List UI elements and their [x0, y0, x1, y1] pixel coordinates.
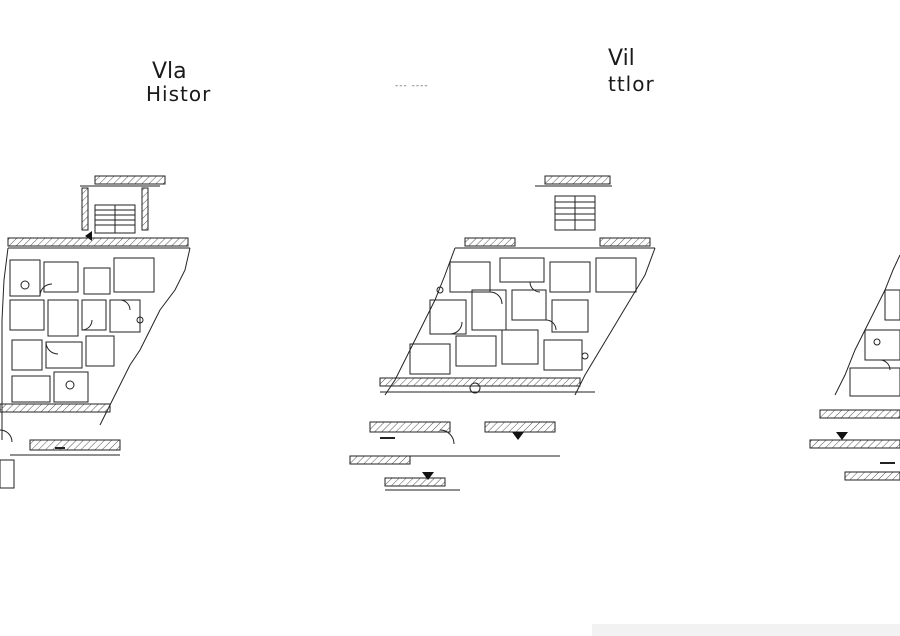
fixture	[136, 316, 144, 324]
wall-hatch	[0, 403, 111, 413]
wall-hatch	[81, 187, 89, 231]
room	[11, 339, 43, 371]
wall-hatch	[464, 237, 516, 247]
room	[113, 257, 155, 293]
door-swing	[39, 283, 53, 297]
fixture	[65, 380, 75, 390]
door-swing	[879, 359, 891, 371]
door-swing	[119, 299, 131, 311]
plan-b-note: --- ----	[395, 81, 429, 91]
room	[511, 289, 547, 321]
outline-left	[834, 254, 900, 396]
floor-plan-b	[349, 175, 656, 491]
room	[471, 289, 507, 331]
room	[81, 299, 107, 331]
door-swing	[81, 319, 93, 331]
room	[595, 257, 637, 293]
room	[884, 289, 900, 321]
room	[409, 343, 451, 375]
room	[864, 329, 900, 361]
wall-hatch	[7, 237, 189, 247]
wall-hatch	[379, 377, 581, 387]
room	[455, 335, 497, 367]
room	[43, 261, 79, 293]
balcony-rail	[809, 439, 900, 449]
door-swing	[449, 321, 463, 335]
room	[53, 371, 89, 403]
balcony-rail	[29, 439, 121, 451]
room	[849, 367, 900, 397]
room	[9, 299, 45, 331]
plan-a-title-line2: Histor	[146, 82, 212, 106]
room	[551, 299, 589, 333]
room	[9, 259, 41, 297]
arrow-marker	[512, 432, 524, 440]
wall-hatch	[384, 477, 446, 487]
balcony-rail	[484, 421, 556, 433]
wall-hatch	[349, 455, 411, 465]
stair-a	[94, 204, 136, 234]
plan-a-title-line1: Vla	[152, 59, 187, 84]
door-swing	[439, 429, 455, 445]
wall-hatch	[544, 175, 611, 185]
door-swing	[45, 341, 59, 355]
fixture	[20, 280, 30, 290]
room	[83, 267, 111, 295]
wall-hatch	[599, 237, 651, 247]
room	[429, 299, 467, 335]
outline-left	[384, 247, 456, 396]
outline-right	[99, 247, 191, 426]
wall-hatch	[94, 175, 166, 185]
fixture	[873, 338, 881, 346]
bottom-strip	[592, 624, 900, 636]
room	[549, 261, 591, 293]
room	[543, 339, 583, 371]
room	[45, 341, 83, 369]
room	[85, 335, 115, 367]
plan-c-title-line1: Vil	[608, 46, 635, 71]
wall-hatch	[141, 187, 149, 231]
plan-c-title-line2: ttlor	[608, 72, 655, 96]
room	[47, 299, 79, 337]
wall-hatch	[819, 409, 900, 419]
fixture	[581, 352, 589, 360]
stair-b	[554, 195, 596, 231]
outline-right	[574, 247, 656, 396]
wall-hatch	[844, 471, 900, 481]
fixture	[436, 286, 444, 294]
balcony-rail	[369, 421, 451, 433]
room	[11, 375, 51, 403]
door-swing	[545, 319, 557, 331]
floor-plan-a	[0, 175, 191, 489]
room	[501, 329, 539, 365]
room	[499, 257, 545, 283]
arrow-marker	[836, 432, 848, 440]
door-swing	[0, 429, 13, 443]
floor-plan-c	[809, 254, 900, 481]
room	[0, 459, 15, 489]
door-swing	[529, 281, 541, 293]
door-swing	[489, 291, 503, 305]
room	[449, 261, 491, 293]
arrow-marker	[422, 472, 434, 480]
room	[109, 299, 141, 333]
